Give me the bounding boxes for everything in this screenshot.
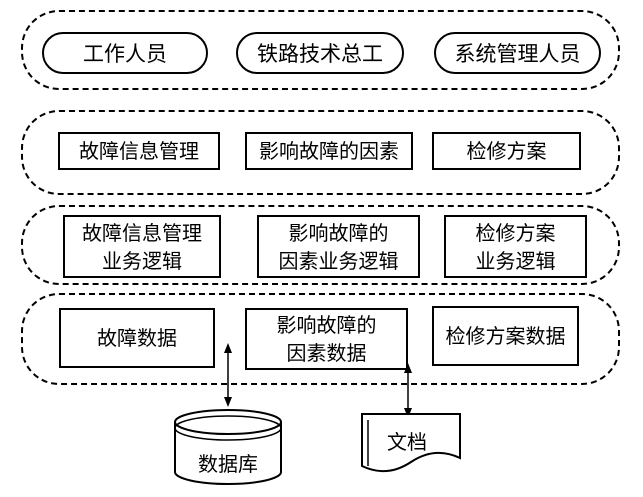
data-maintenance-plan: 检修方案数据 (432, 306, 579, 366)
ui-layer (21, 110, 620, 195)
data-layer (21, 293, 620, 385)
user-system-admin: 系统管理人员 (434, 32, 601, 74)
logic-maintenance-plan: 检修方案 业务逻辑 (444, 215, 587, 278)
data-fault-factors-line1: 影响故障的 (276, 313, 377, 337)
user-worker: 工作人员 (42, 32, 208, 74)
logic-fault-info-line2: 业务逻辑 (102, 248, 182, 273)
logic-fault-factors-line1: 影响故障的 (288, 220, 389, 245)
data-fault-label: 故障数据 (97, 326, 177, 350)
ui-maintenance-plan: 检修方案 (432, 132, 581, 170)
logic-maintenance-line2: 业务逻辑 (475, 248, 556, 273)
data-fault: 故障数据 (59, 308, 215, 368)
database-label: 数据库 (198, 452, 258, 476)
logic-fault-info-management: 故障信息管理 业务逻辑 (63, 215, 221, 278)
ui-fault-factors: 影响故障的因素 (245, 132, 413, 170)
database-icon (174, 409, 282, 485)
logic-layer (21, 205, 620, 285)
logic-fault-factors: 影响故障的 因素业务逻辑 (257, 215, 420, 278)
logic-fault-factors-line2: 因素业务逻辑 (278, 248, 399, 273)
data-maintenance-label: 检修方案数据 (445, 324, 566, 348)
logic-fault-info-line1: 故障信息管理 (82, 220, 202, 245)
ui-fault-info-management: 故障信息管理 (58, 132, 220, 170)
data-fault-factors-line2: 因素数据 (286, 341, 367, 365)
document-label: 文档 (387, 430, 427, 454)
data-fault-factors: 影响故障的 因素数据 (245, 308, 408, 370)
user-layer (21, 10, 620, 90)
user-chief-engineer: 铁路技术总工 (236, 32, 404, 74)
logic-maintenance-line1: 检修方案 (475, 220, 556, 245)
document-icon (361, 413, 461, 473)
